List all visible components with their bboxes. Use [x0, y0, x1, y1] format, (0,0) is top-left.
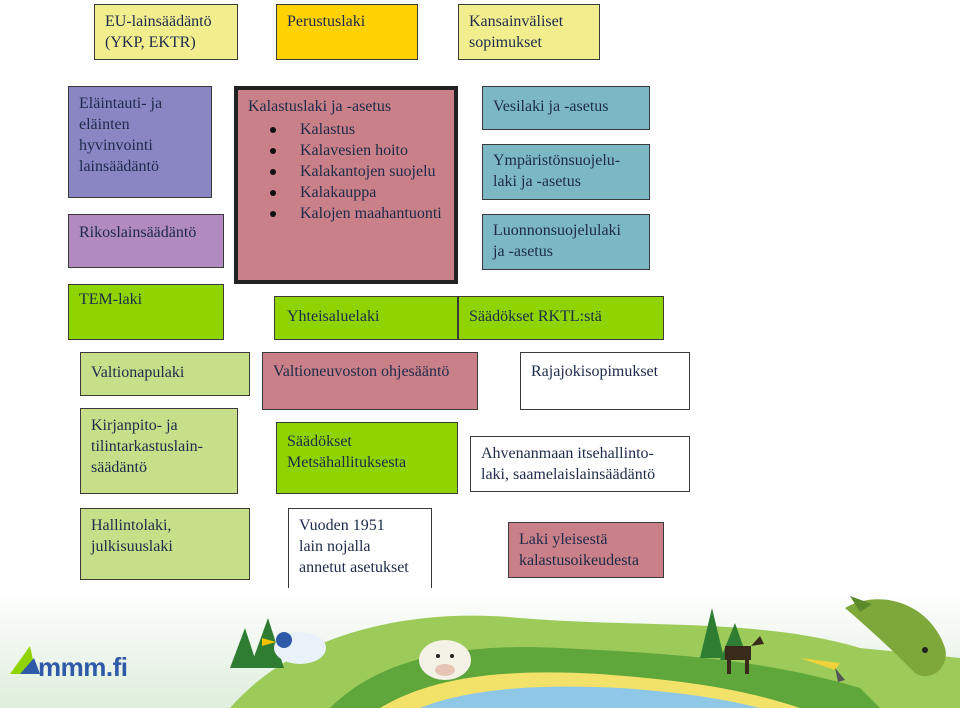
box-line: (YKP, EKTR) [105, 32, 227, 53]
box-label: Rikoslainsäädäntö [79, 222, 213, 243]
elaintauti-box: Eläintauti- ja eläinten hyvinvointi lain… [68, 86, 212, 198]
box-line: julkisuuslaki [91, 536, 239, 557]
box-line: Vuoden 1951 [299, 515, 421, 536]
box-label: Yhteisaluelaki [287, 306, 447, 327]
kalastuslaki-topic-list: Kalastus Kalavesien hoito Kalakantojen s… [248, 119, 444, 224]
box-line: Laki yleisestä [519, 529, 653, 550]
kirjanpito-box: Kirjanpito- ja tilintarkastuslain- säädä… [80, 408, 238, 494]
topic-item: Kalakauppa [248, 182, 444, 203]
ahvenanmaa-box: Ahvenanmaan itsehallinto- laki, saamelai… [470, 436, 690, 492]
box-line: laki ja -asetus [493, 171, 639, 192]
rktl-box: Säädökset RKTL:stä [458, 296, 664, 340]
kalastuslaki-title: Kalastuslaki ja -asetus [248, 96, 444, 117]
landscape-illustration [0, 588, 960, 708]
box-line: Hallintolaki, [91, 515, 239, 536]
topic-item: Kalastus [248, 119, 444, 140]
perustuslaki-box: Perustuslaki [276, 4, 418, 60]
vesilaki-box: Vesilaki ja -asetus [482, 86, 650, 130]
rikoslainsaadanto-box: Rikoslainsäädäntö [68, 214, 224, 268]
box-label: Vesilaki ja -asetus [493, 96, 639, 117]
tem-laki-box: TEM-laki [68, 284, 224, 340]
box-line: Kansainväliset [469, 11, 589, 32]
box-line: lainsäädäntö [79, 156, 201, 177]
box-line: sopimukset [469, 32, 589, 53]
cow-icon [419, 640, 471, 680]
box-line: Luonnonsuojelulaki [493, 220, 639, 241]
luonnonsuojelu-box: Luonnonsuojelulaki ja -asetus [482, 214, 650, 270]
box-line: kalastusoikeudesta [519, 550, 653, 571]
ymparistonsuojelu-box: Ympäristönsuojelu- laki ja -asetus [482, 144, 650, 200]
yleinen-kalastusoikeus-box: Laki yleisestä kalastusoikeudesta [508, 522, 664, 578]
box-line: Metsähallituksesta [287, 452, 447, 473]
box-line: Eläintauti- ja [79, 93, 201, 114]
valtionapulaki-box: Valtionapulaki [80, 352, 250, 396]
vuoden-1951-box: Vuoden 1951 lain nojalla annetut asetuks… [288, 508, 432, 594]
box-line: Säädökset [287, 431, 447, 452]
box-line: laki, saamelaislainsäädäntö [481, 464, 679, 485]
topic-item: Kalavesien hoito [248, 140, 444, 161]
box-line: EU-lainsäädäntö [105, 11, 227, 32]
topic-item: Kalojen maahantuonti [248, 203, 444, 224]
box-line: lain nojalla [299, 536, 421, 557]
metsahallitus-box: Säädökset Metsähallituksesta [276, 422, 458, 494]
box-line: annetut asetukset [299, 557, 421, 578]
kalastuslaki-box: Kalastuslaki ja -asetus Kalastus Kalaves… [234, 86, 458, 284]
box-label: Valtionapulaki [91, 362, 239, 383]
box-line: ja -asetus [493, 241, 639, 262]
box-label: Valtioneuvoston ohjesääntö [273, 361, 467, 382]
box-line: säädäntö [91, 457, 227, 478]
box-label: Perustuslaki [287, 11, 407, 32]
box-line: Kirjanpito- ja [91, 415, 227, 436]
ohjesaanto-box: Valtioneuvoston ohjesääntö [262, 352, 478, 410]
kansainvaliset-box: Kansainväliset sopimukset [458, 4, 600, 60]
box-line: hyvinvointi [79, 135, 201, 156]
topic-item: Kalakantojen suojelu [248, 161, 444, 182]
box-label: TEM-laki [79, 289, 213, 310]
box-line: Ympäristönsuojelu- [493, 150, 639, 171]
mmm-logo-text[interactable]: mmm.fi [38, 652, 127, 683]
yhteisaluelaki-box: Yhteisaluelaki [274, 296, 458, 340]
hallintolaki-box: Hallintolaki, julkisuuslaki [80, 508, 250, 580]
box-line: tilintarkastuslain- [91, 436, 227, 457]
box-line: eläinten [79, 114, 201, 135]
box-label: Säädökset RKTL:stä [469, 306, 653, 327]
box-line: Ahvenanmaan itsehallinto- [481, 443, 679, 464]
box-label: Rajajokisopimukset [531, 361, 679, 382]
eu-legislation-box: EU-lainsäädäntö (YKP, EKTR) [94, 4, 238, 60]
rajajokisopimukset-box: Rajajokisopimukset [520, 352, 690, 410]
